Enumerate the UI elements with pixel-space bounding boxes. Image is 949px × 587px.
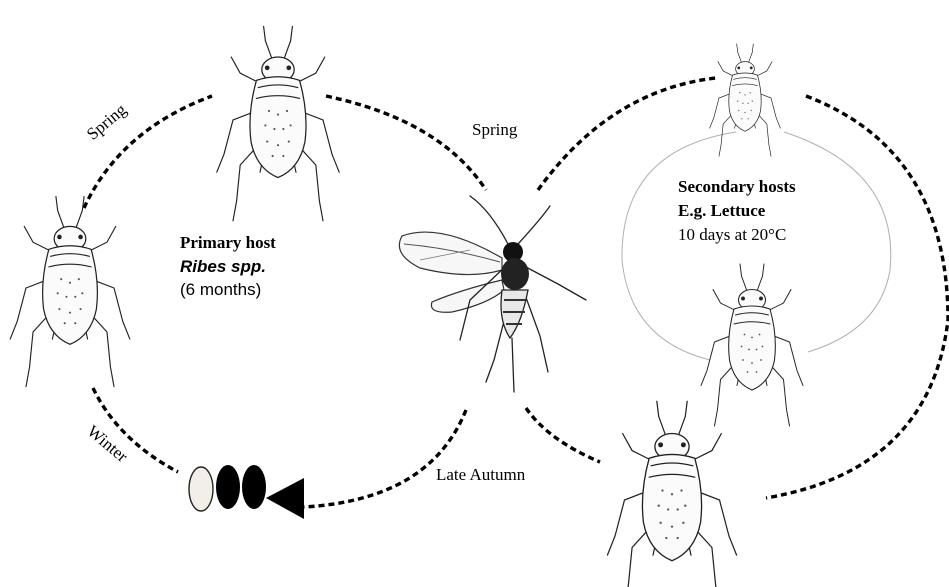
primary-host-species: Ribes spp. — [180, 257, 266, 276]
secondary-inner-circle — [622, 132, 736, 360]
aphid-bottom-right-icon — [607, 401, 736, 587]
label-spring-center: Spring — [472, 120, 518, 139]
cycle-arc-secondary-outer — [766, 96, 948, 498]
secondary-hosts-title: Secondary hosts — [678, 177, 796, 196]
secondary-inner-circle-right — [784, 132, 891, 352]
label-winter: Winter — [84, 422, 132, 467]
aphid-secondary-middle-icon — [701, 264, 803, 426]
cycle-arc-late-autumn — [304, 410, 466, 507]
cycle-arc-to-secondary — [538, 78, 716, 190]
egg-dark-icon — [216, 465, 240, 509]
cycle-arc-spring-to-winged — [326, 96, 486, 190]
aphid-top-left-icon — [217, 26, 339, 220]
arrowhead-icon — [266, 478, 304, 519]
primary-host-title: Primary host — [180, 233, 276, 252]
secondary-hosts-example: E.g. Lettuce — [678, 201, 766, 220]
aphid-secondary-top-icon — [710, 44, 781, 156]
aphid-left-icon — [10, 196, 130, 386]
secondary-hosts-duration: 10 days at 20°C — [678, 225, 786, 244]
label-spring-left: Spring — [83, 100, 130, 144]
egg-pale-icon — [189, 467, 213, 511]
label-late-autumn: Late Autumn — [436, 465, 526, 484]
primary-host-duration: (6 months) — [180, 280, 261, 299]
cycle-arc-return — [526, 408, 600, 462]
egg-dark-icon-2 — [242, 465, 266, 509]
winged-aphid-icon — [399, 196, 586, 392]
